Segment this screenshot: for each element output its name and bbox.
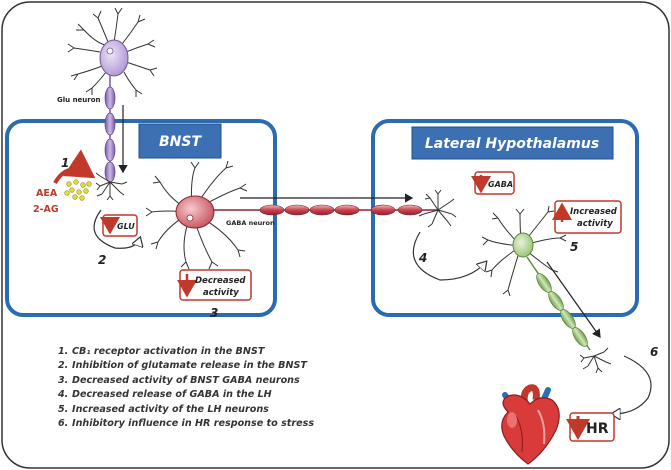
glu-neuron-soma [99, 39, 129, 77]
lh-neuron [481, 205, 567, 297]
step-3: 3 [210, 306, 218, 320]
step-4: 4 [418, 251, 427, 265]
bnst-title-box [138, 123, 222, 159]
step-5: 5 [570, 240, 578, 254]
gaba-neuron-soma [175, 195, 215, 229]
gaba-neuron-label: GABA neuron [226, 219, 275, 227]
lh-axon [526, 256, 591, 351]
lh-title: Lateral Hypothalamus [425, 136, 599, 152]
legend-text: Increased activity of the LH neurons [72, 403, 269, 415]
glu-axon [104, 75, 116, 183]
gaba-axon-terminal [418, 189, 457, 228]
increased-activity-line1: Increased [570, 207, 618, 217]
step-6: 6 [650, 345, 658, 359]
legend-item: 6.Inhibitory influence in HR response to… [58, 417, 388, 431]
legend-list: 1.CB₁ receptor activation in the BNST 2.… [58, 345, 388, 431]
legend-text: Inhibitory influence in HR response to s… [72, 418, 315, 430]
glu-neuron [67, 7, 158, 97]
2ag-label: 2-AG [33, 204, 59, 215]
bnst-title: BNST [159, 134, 202, 150]
decreased-activity-line1: Decreased [195, 276, 246, 286]
legend-text: Decreased release of GABA in the LH [72, 389, 272, 401]
glu-axon-terminal [95, 172, 128, 201]
gaba-axon [213, 204, 438, 216]
legend-text: Inhibition of glutamate release in the B… [72, 360, 307, 372]
decreased-activity-line2: activity [203, 288, 239, 298]
hr-label: HR [586, 421, 609, 437]
legend-number: 5. [58, 403, 69, 415]
legend-item: 1.CB₁ receptor activation in the BNST [58, 345, 388, 359]
legend-number: 6. [58, 418, 69, 430]
glu-neuron-label: Glu neuron [57, 96, 101, 104]
lh-box [371, 119, 639, 317]
increased-activity-line2: activity [577, 219, 613, 229]
glu-neuron-nucleus [106, 47, 114, 55]
legend-text: CB₁ receptor activation in the BNST [72, 346, 265, 357]
legend-item: 2.Inhibition of glutamate release in the… [58, 359, 388, 373]
heart-icon [501, 384, 560, 465]
hr-influence-arrow [612, 355, 652, 414]
endocannabinoid-dots [64, 179, 92, 201]
legend-text: Decreased activity of BNST GABA neurons [72, 374, 300, 386]
gaba-label: GABA [488, 180, 513, 189]
legend-number: 2. [58, 360, 69, 372]
gaba-neuron [145, 160, 248, 270]
lh-axon-terminal [579, 347, 612, 374]
step-1: 1 [61, 156, 69, 170]
glu-release-arrow [93, 209, 140, 249]
legend-item: 5.Increased activity of the LH neurons [58, 403, 388, 417]
lh-neuron-soma [512, 232, 534, 258]
gaba-release-arrow [412, 231, 486, 281]
step-2: 2 [98, 253, 106, 267]
glu-label: GLU [117, 222, 135, 231]
legend-number: 3. [58, 374, 69, 386]
legend-item: 4.Decreased release of GABA in the LH [58, 388, 388, 402]
cb1-activation-arrow [53, 149, 96, 185]
gaba-neuron-nucleus [186, 214, 194, 222]
legend-item: 3.Decreased activity of BNST GABA neuron… [58, 374, 388, 388]
bnst-box [5, 119, 277, 317]
lh-signal-arrow [546, 261, 601, 338]
legend-number: 1. [58, 346, 69, 357]
aea-label: AEA [36, 188, 58, 199]
lh-title-box [411, 126, 614, 160]
legend-number: 4. [58, 389, 69, 401]
